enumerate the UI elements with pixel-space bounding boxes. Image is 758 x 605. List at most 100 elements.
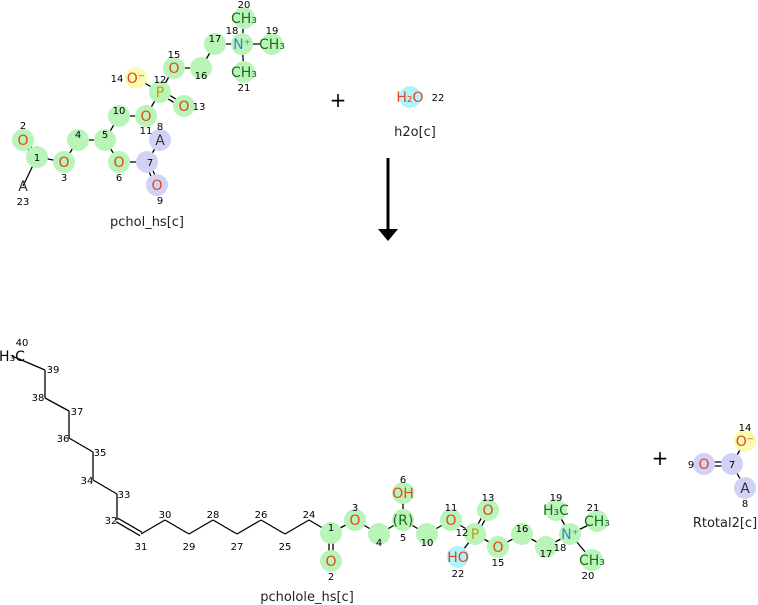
atom-number: 3 [61,173,67,184]
atom-symbol: OH [392,486,414,502]
atom-symbol: O [168,61,179,77]
atom-highlight [392,482,414,504]
atom-number: 10 [113,106,126,117]
bond [44,397,70,412]
atom-symbol: HO [447,550,469,566]
atom-number: 4 [75,130,81,141]
atom-highlight [12,129,34,151]
atom-number: 7 [729,460,735,471]
atom-number: 26 [255,510,268,521]
atom-symbol: O [58,155,69,171]
atom-highlights [12,7,756,572]
atom-symbol: O [178,99,189,115]
compound-name-h2o: h2o[c] [394,125,436,140]
atom-symbol: CH₃ [231,11,257,27]
atom-highlight [477,499,499,521]
atom-highlight [173,95,195,117]
atom-highlight [344,509,366,531]
atom-highlight [511,523,533,545]
plus-sign-products: + [652,446,669,470]
atom-number: 14 [111,74,124,85]
atom-highlight [231,33,253,55]
atom-highlight [233,7,255,29]
atom-number: 17 [540,549,553,560]
atom-highlight [535,536,557,558]
atom-highlight [136,151,158,173]
atom-number: 13 [193,102,206,113]
atom-number: 20 [238,0,251,11]
atom-highlight [487,536,509,558]
atom-symbol: A [155,133,165,149]
atom-number: 16 [195,71,208,82]
atom-number: 7 [147,158,153,169]
atom-symbol: H₂O [396,90,423,106]
atom-symbol: O [482,503,493,519]
atom-number: 9 [157,196,163,207]
atom-highlight [190,57,212,79]
compound-name-pcholole-hs: pcholole_hs[c] [260,590,354,605]
atom-number: 14 [739,423,752,434]
atom-number: 32 [105,516,118,527]
bond [260,519,286,535]
atom-symbol: O [325,554,336,570]
atom-symbol: CH₃ [579,553,605,569]
reaction-arrow [378,158,398,241]
atom-highlight [53,151,75,173]
compound-name-rtotal2: Rtotal2[c] [693,516,757,531]
double-bond [117,517,143,533]
atom-symbol: CH₃ [231,65,257,81]
atom-symbol: CH₃ [584,514,610,530]
atom-number: 6 [400,475,406,486]
atom-number: 37 [71,407,84,418]
atom-number: 25 [279,542,292,553]
atom-symbol: O [17,133,28,149]
atom-symbol: O [113,155,124,171]
atom-number: 19 [550,493,563,504]
atom-number: 5 [102,130,108,141]
atom-number: 18 [554,543,567,554]
atom-number: 3 [352,503,358,514]
atom-highlight [734,477,756,499]
atom-number: 39 [47,365,60,376]
atom-symbol: O [445,513,456,529]
bond [11,355,46,371]
atom-number: 22 [452,569,465,580]
atom-symbol: O⁻ [127,71,145,87]
atom-highlight [163,57,185,79]
atom-symbol: O [492,540,503,556]
atom-highlight [586,510,608,532]
double-bond [115,521,141,537]
atom-symbol: CH₃ [259,37,285,53]
atom-number: 1 [34,153,40,164]
atom-number: 11 [445,503,458,514]
atom-highlight [67,129,89,151]
atom-highlight [108,105,130,127]
atom-symbol: O [151,178,162,194]
atom-number: 24 [303,510,316,521]
atom-symbol: (R) [393,513,414,529]
atom-number: 5 [400,533,406,544]
atom-highlight [399,86,421,108]
atom-highlight [721,453,743,475]
atom-highlight [416,523,438,545]
atom-highlight [261,33,283,55]
atom-symbol: P [156,85,164,101]
atom-symbol: O [349,513,360,529]
atom-symbol: H₃C [0,349,25,365]
atom-number: 33 [118,490,131,501]
atom-number: 6 [116,173,122,184]
atom-symbol: O [140,109,151,125]
atom-symbol: O [698,457,709,473]
atom-number: 1 [328,523,334,534]
atom-highlight [94,129,116,151]
atom-number: 18 [226,26,239,37]
bond [212,519,238,535]
atom-number: 22 [432,93,445,104]
atom-highlight [108,151,130,173]
plus-sign-reactants: + [330,88,347,112]
atom-number: 34 [81,476,94,487]
atom-highlight [320,550,342,572]
bond [68,437,94,453]
